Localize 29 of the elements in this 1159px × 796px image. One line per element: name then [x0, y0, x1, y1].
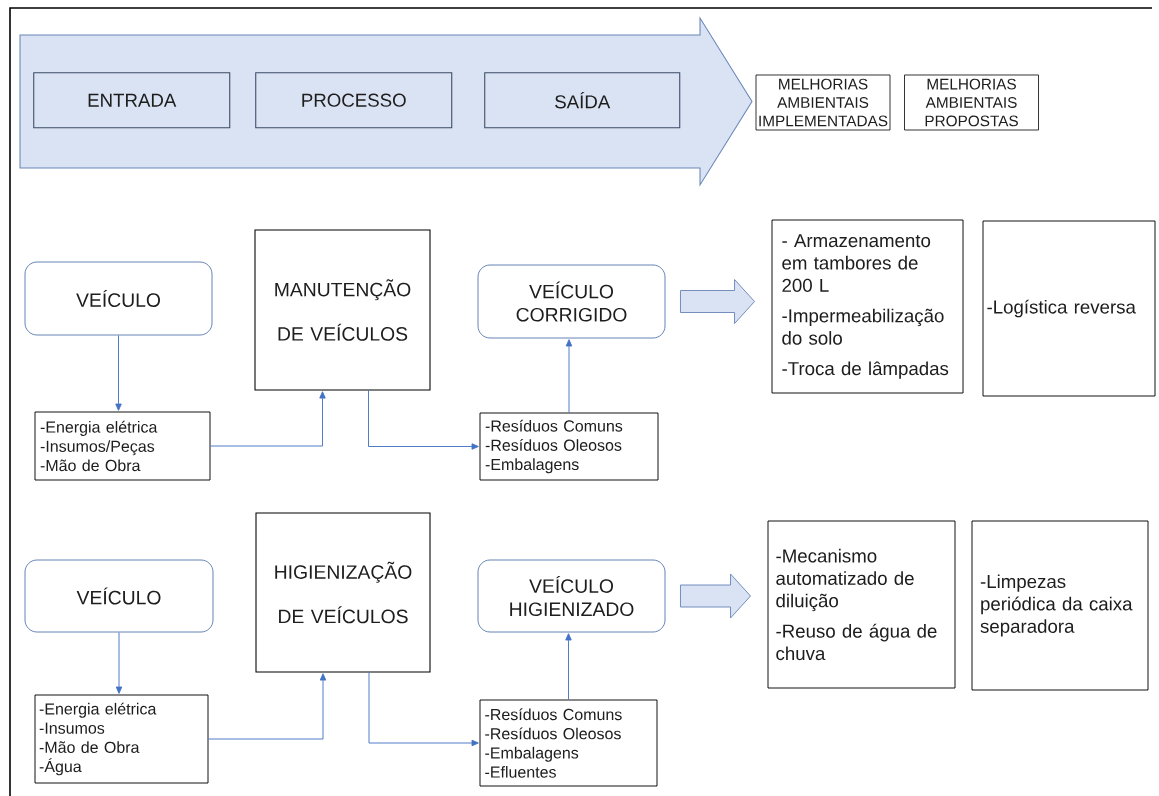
arrow: [368, 390, 479, 450]
arrow: [368, 672, 479, 747]
list-box: -Logística reversa: [982, 220, 1156, 397]
list-box: - Armazenamento em tambores de 200 L -Impermeabilização do solo -Troca de lâmpadas: [771, 219, 964, 394]
rounded-box: VEÍCULO: [24, 261, 213, 336]
block-arrow: [680, 573, 751, 619]
block-arrow: [680, 279, 755, 324]
process-box: HIGIENIZAÇÃO DE VEÍCULOS: [255, 512, 431, 673]
rounded-box: VEÍCULO HIGIENIZADO: [477, 559, 666, 633]
list-box: -Mecanismo automatizado de diluição -Reuso de água de chuva: [767, 520, 956, 689]
list-box: -Energia elétrica -Insumos -Mão de Obra -Água: [34, 694, 209, 784]
column-header: MELHORIAS AMBIENTAIS PROPOSTAS: [904, 74, 1039, 131]
arrow: [115, 335, 122, 411]
stage-box: SAÍDA: [484, 72, 681, 129]
arrow: [115, 632, 123, 694]
process-box: MANUTENÇÃO DE VEÍCULOS: [254, 229, 431, 391]
list-box: -Limpezas periódica da caixa separadora: [971, 520, 1149, 691]
arrow: [565, 339, 573, 413]
list-box: -Resíduos Comuns -Resíduos Oleosos -Embalagens: [479, 412, 659, 481]
rounded-box: VEÍCULO CORRIGIDO: [477, 264, 666, 339]
stage-box: ENTRADA: [33, 72, 231, 129]
column-header: MELHORIAS AMBIENTAIS IMPLEMENTADAS: [755, 74, 891, 131]
arrow: [565, 633, 572, 700]
list-box: -Resíduos Comuns -Resíduos Oleosos -Embalagens -Efluentes: [479, 699, 658, 787]
arrow: [210, 391, 326, 447]
rounded-box: VEÍCULO: [24, 559, 214, 633]
arrow: [208, 673, 327, 740]
list-box: -Energia elétrica -Insumos/Peças -Mão de Obra: [34, 411, 211, 481]
stage-box: PROCESSO: [255, 72, 453, 129]
